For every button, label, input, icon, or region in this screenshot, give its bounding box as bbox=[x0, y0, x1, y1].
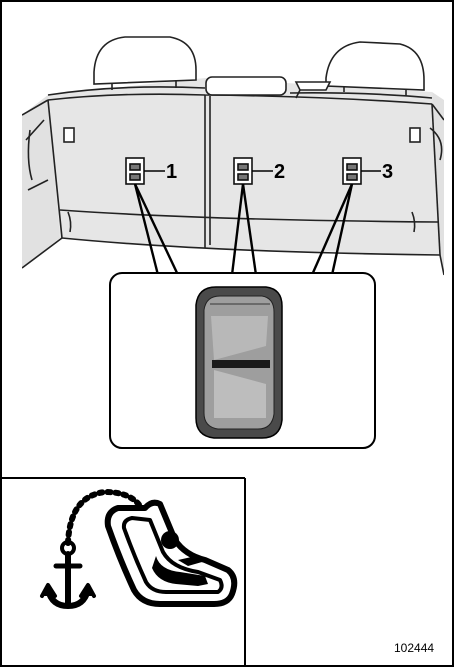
callout-1: 1 bbox=[166, 161, 177, 183]
callout-3: 3 bbox=[382, 161, 393, 183]
figure-id: 102444 bbox=[394, 641, 434, 655]
anchor-detail-icon bbox=[196, 287, 282, 438]
callout-2: 2 bbox=[274, 161, 285, 183]
